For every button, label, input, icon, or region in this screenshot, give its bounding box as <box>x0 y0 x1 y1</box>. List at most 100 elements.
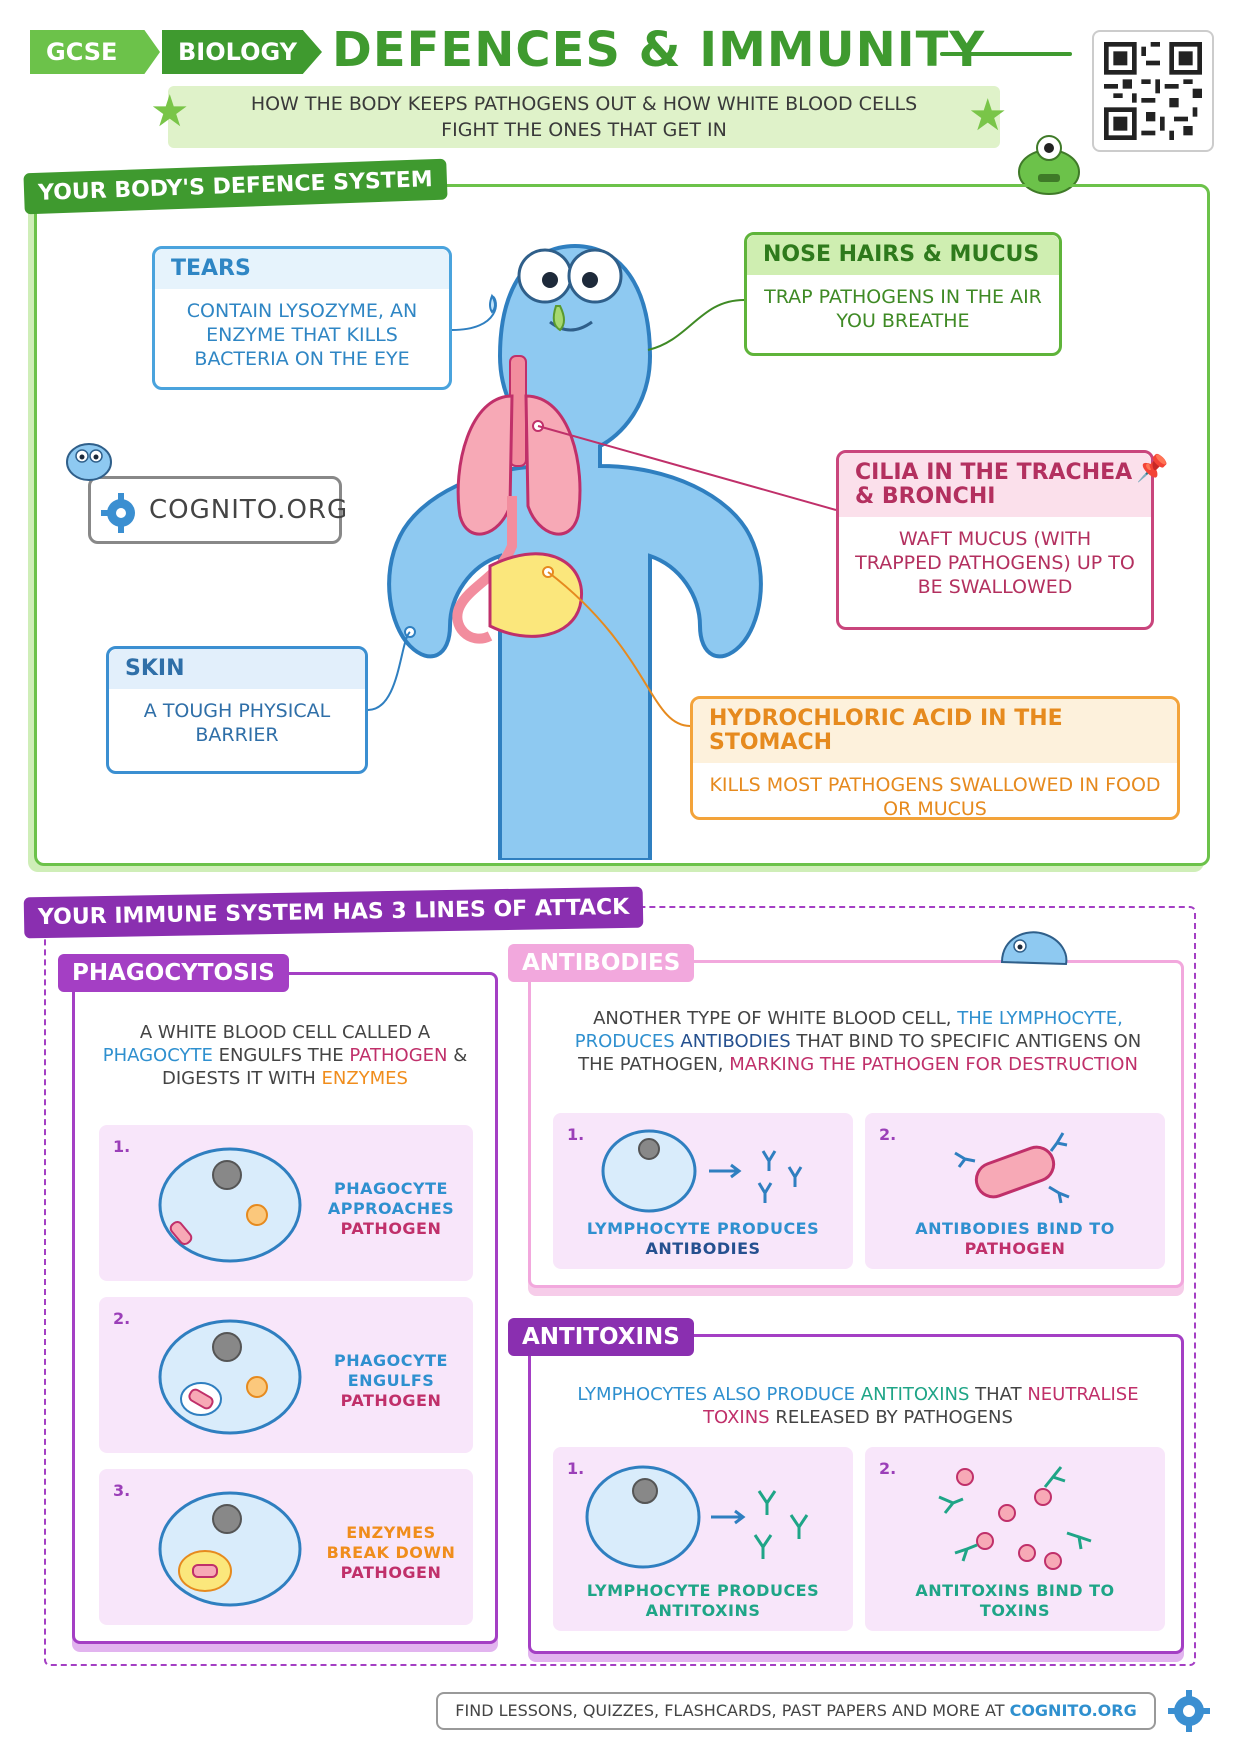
phago-step-2: 2. PHAGOCYTE ENGULFS PATHOGEN <box>99 1297 473 1453</box>
ab-intro-t1: ANOTHER TYPE OF WHITE BLOOD CELL, <box>593 1008 952 1029</box>
at-step-1-num: 1. <box>567 1459 585 1478</box>
star-icon: ★ <box>150 86 190 137</box>
phago-step-2-l1: PHAGOCYTE <box>334 1351 448 1370</box>
ab-intro-t3: PRODUCES <box>574 1031 675 1052</box>
tears-body: CONTAIN LYSOZYME, AN ENZYME THAT KILLS B… <box>186 300 418 370</box>
cognito-brand-text: COGNITO.ORG <box>149 495 349 525</box>
antibodies-box: ANOTHER TYPE OF WHITE BLOOD CELL, THE LY… <box>528 960 1184 1288</box>
phago-step-2-l3: PATHOGEN <box>340 1391 442 1410</box>
phago-step-3-caption: ENZYMES BREAK DOWN PATHOGEN <box>321 1523 461 1583</box>
footer-link[interactable]: COGNITO.ORG <box>1009 1701 1137 1720</box>
ab-intro-t7: MARKING THE PATHOGEN FOR <box>729 1054 1003 1075</box>
subtitle-banner: HOW THE BODY KEEPS PATHOGENS OUT & HOW W… <box>168 86 1000 148</box>
phagocytosis-intro: A WHITE BLOOD CELL CALLED A PHAGOCYTE EN… <box>95 1021 475 1090</box>
title-rule <box>940 52 1072 56</box>
antibodies-step-1: 1. LYMPHOCYTE PRODUCES ANTIBODIES <box>553 1113 853 1269</box>
qr-code-icon[interactable] <box>1092 30 1214 152</box>
ab-intro-t2: THE LYMPHOCYTE, <box>957 1008 1123 1029</box>
footer-text: FIND LESSONS, QUIZZES, FLASHCARDS, PAST … <box>455 1701 1005 1720</box>
cognito-cog-icon <box>101 493 135 533</box>
cilia-title: CILIA IN THE TRACHEA & BRONCHI <box>839 453 1151 517</box>
nose-body: TRAP PATHOGENS IN THE AIR YOU BREATHE <box>764 286 1042 332</box>
antibodies-step-2: 2. ANTIBODIES BIND TO PATHOGEN <box>865 1113 1165 1269</box>
antitoxins-step-2: 2. ANTITOXINS BIND TO TOXINS <box>865 1447 1165 1631</box>
gcse-tag: GCSE <box>30 30 160 74</box>
ab-step-2-num: 2. <box>879 1125 897 1144</box>
pin-icon: 📌 <box>1136 454 1169 484</box>
at-step-2-caption: ANTITOXINS BIND TO TOXINS <box>875 1581 1155 1621</box>
subject-tag: BIOLOGY <box>162 30 322 74</box>
skin-body: A TOUGH PHYSICAL BARRIER <box>143 700 331 746</box>
skin-title: SKIN <box>109 649 365 689</box>
tears-callout: TEARS CONTAIN LYSOZYME, AN ENZYME THAT K… <box>152 246 452 390</box>
phago-step-3-l3: PATHOGEN <box>340 1563 442 1582</box>
at-step-1-l2: ANTITOXINS <box>645 1601 761 1620</box>
phago-step-2-caption: PHAGOCYTE ENGULFS PATHOGEN <box>321 1351 461 1411</box>
cognito-logo-badge[interactable]: COGNITO.ORG <box>88 476 347 544</box>
skin-callout: SKIN A TOUGH PHYSICAL BARRIER <box>106 646 368 774</box>
ab-step-2-l2: PATHOGEN <box>964 1239 1066 1258</box>
tears-title: TEARS <box>155 249 449 289</box>
nose-title: NOSE HAIRS & MUCUS <box>747 235 1059 275</box>
antibodies-intro: ANOTHER TYPE OF WHITE BLOOD CELL, THE LY… <box>555 1007 1161 1076</box>
ab-step-1-num: 1. <box>567 1125 585 1144</box>
phago-step-1-l1: PHAGOCYTE <box>334 1179 448 1198</box>
phago-step-3: 3. ENZYMES BREAK DOWN PATHOGEN <box>99 1469 473 1625</box>
ab-intro-t6: ON THE PATHOGEN, <box>578 1031 1142 1075</box>
at-intro-t1: LYMPHOCYTES ALSO PRODUCE <box>577 1384 856 1405</box>
human-body-illustration <box>387 243 763 860</box>
at-intro-t3: THAT <box>975 1384 1022 1405</box>
cilia-body: WAFT MUCUS (WITH TRAPPED PATHOGENS) UP T… <box>855 528 1135 598</box>
acid-callout: HYDROCHLORIC ACID IN THE STOMACH KILLS M… <box>690 696 1180 820</box>
phago-intro-t4: PATHOGEN <box>349 1045 448 1066</box>
phagocyte-engulf-illustration <box>158 1319 302 1435</box>
enzymes-digest-illustration <box>158 1491 302 1607</box>
defence-panel <box>34 184 1210 866</box>
nose-callout: NOSE HAIRS & MUCUS TRAP PATHOGENS IN THE… <box>744 232 1062 356</box>
phago-step-1-caption: PHAGOCYTE APPROACHES PATHOGEN <box>321 1179 461 1239</box>
phago-intro-t1: A WHITE BLOOD CELL CALLED A <box>139 1022 431 1043</box>
at-step-1-l1: LYMPHOCYTE PRODUCES <box>586 1581 820 1600</box>
at-step-2-l1: ANTITOXINS BIND TO <box>915 1581 1115 1600</box>
at-intro-t2: ANTITOXINS <box>860 1384 970 1405</box>
ab-step-2-l1: ANTIBODIES BIND TO <box>915 1219 1115 1238</box>
antitoxins-bind-toxins-illustration <box>938 1466 1092 1570</box>
phago-step-1-num: 1. <box>113 1137 131 1156</box>
antibodies-bind-pathogen-illustration <box>954 1132 1070 1204</box>
ab-step-1-caption: LYMPHOCYTE PRODUCES ANTIBODIES <box>563 1219 843 1259</box>
footer-banner[interactable]: FIND LESSONS, QUIZZES, FLASHCARDS, PAST … <box>436 1692 1156 1730</box>
acid-body: KILLS MOST PATHOGENS SWALLOWED IN FOOD O… <box>709 774 1161 820</box>
acid-title: HYDROCHLORIC ACID IN THE STOMACH <box>693 699 1177 763</box>
at-step-1-caption: LYMPHOCYTE PRODUCES ANTITOXINS <box>563 1581 843 1621</box>
ab-step-2-caption: ANTIBODIES BIND TO PATHOGEN <box>875 1219 1155 1259</box>
ab-step-1-l2: ANTIBODIES <box>645 1239 761 1258</box>
lymphocyte-antitoxins-illustration <box>585 1465 809 1569</box>
callout-connectors <box>367 295 837 727</box>
ab-intro-t8: DESTRUCTION <box>1008 1054 1138 1075</box>
page-title: DEFENCES & IMMUNITY <box>332 22 986 78</box>
green-mascot-icon <box>1018 135 1080 195</box>
at-intro-t5: RELEASED BY PATHOGENS <box>775 1407 1013 1428</box>
ab-intro-t5: THAT BIND TO SPECIFIC ANTIGENS <box>796 1031 1108 1052</box>
phago-step-1-l3: PATHOGEN <box>340 1219 442 1238</box>
at-intro-t4: NEUTRALISE TOXINS <box>703 1384 1139 1428</box>
ab-step-1-l1: LYMPHOCYTE PRODUCES <box>586 1219 820 1238</box>
phago-step-1: 1. PHAGOCYTE APPROACHES PATHOGEN <box>99 1125 473 1281</box>
phago-intro-t5: & DIGESTS IT WITH <box>162 1045 468 1089</box>
antitoxins-intro: LYMPHOCYTES ALSO PRODUCE ANTITOXINS THAT… <box>555 1383 1161 1429</box>
phago-step-1-l2: APPROACHES <box>327 1199 455 1218</box>
star-icon: ★ <box>968 90 1008 141</box>
phago-step-2-l2: ENGULFS <box>347 1371 435 1390</box>
antitoxins-title: ANTITOXINS <box>508 1318 694 1356</box>
at-step-2-l2: TOXINS <box>979 1601 1051 1620</box>
antibodies-title: ANTIBODIES <box>508 944 695 982</box>
subtitle-line-1: HOW THE BODY KEEPS PATHOGENS OUT & HOW W… <box>250 93 918 115</box>
antitoxins-box: LYMPHOCYTES ALSO PRODUCE ANTITOXINS THAT… <box>528 1334 1184 1654</box>
ab-intro-t4: ANTIBODIES <box>680 1031 791 1052</box>
cognito-cog-icon <box>1168 1690 1210 1732</box>
antitoxins-step-1: 1. LYMPHOCYTE PRODUCES ANTITOXINS <box>553 1447 853 1631</box>
phagocyte-approach-illustration <box>158 1147 302 1263</box>
phago-intro-t6: ENZYMES <box>321 1068 408 1089</box>
phago-intro-t2: PHAGOCYTE <box>102 1045 213 1066</box>
subtitle-line-2: FIGHT THE ONES THAT GET IN <box>441 119 727 141</box>
